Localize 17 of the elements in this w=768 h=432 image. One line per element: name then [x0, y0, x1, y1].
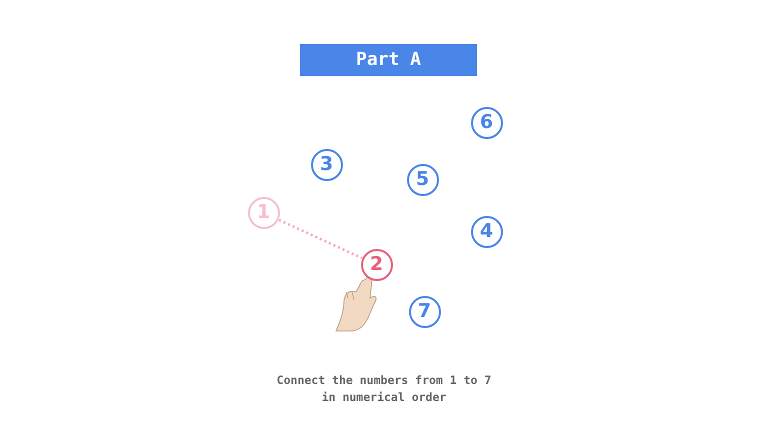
number-circle — [408, 296, 440, 328]
number-circle — [470, 106, 502, 138]
circle-number: 1 — [256, 203, 270, 222]
circle-number: 7 — [418, 302, 432, 321]
instruction-text: Connect the numbers from 1 to 7 in numerical order — [276, 372, 492, 406]
number-circle — [360, 248, 392, 280]
number-circle — [470, 216, 502, 248]
circle-number: 5 — [416, 170, 430, 189]
number-circle — [248, 196, 280, 228]
dotted-line — [278, 218, 363, 260]
number-circle — [406, 164, 438, 196]
title-banner: Part A — [300, 44, 477, 76]
number-circle — [310, 148, 342, 180]
circle-number: 2 — [370, 255, 384, 274]
circle-number: 4 — [480, 222, 494, 241]
circle-number: 6 — [480, 113, 494, 132]
circle-number: 3 — [320, 155, 334, 174]
